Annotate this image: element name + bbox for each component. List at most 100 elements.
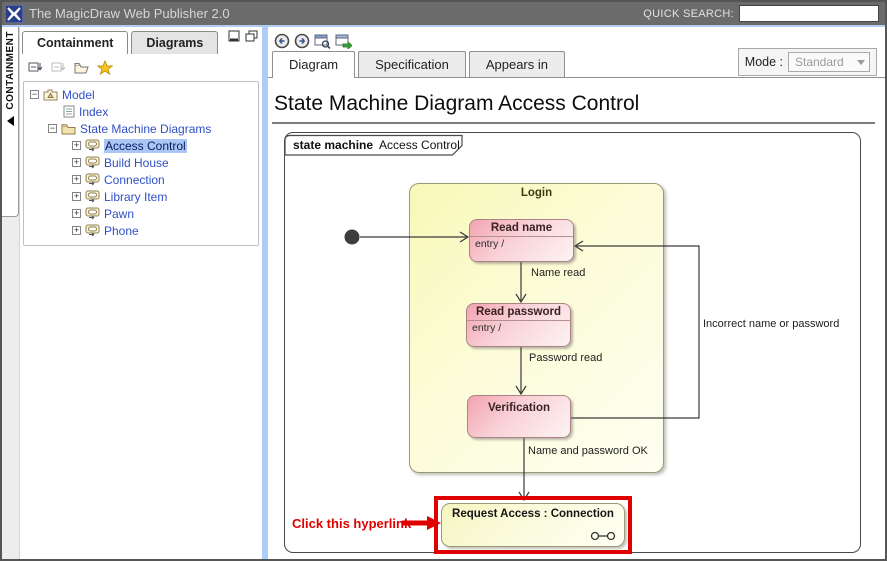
minimize-panel-icon[interactable] (228, 30, 240, 42)
submachine-icon (590, 531, 616, 541)
tree-item-label[interactable]: State Machine Diagrams (80, 121, 212, 136)
expand-criteria-icon[interactable] (28, 61, 44, 75)
restore-panel-icon[interactable] (245, 30, 258, 42)
state-machine-diagram-icon (85, 224, 100, 237)
chevron-down-icon (857, 59, 865, 65)
transition-label-password-read: Password read (529, 352, 603, 364)
frame-name-tab (284, 134, 463, 156)
diagram-content: State Machine Diagram Access Control (268, 78, 885, 554)
tree-item-phone[interactable]: Phone (24, 222, 258, 239)
collapse-icon[interactable] (30, 90, 39, 99)
quick-search-label: QUICK SEARCH: (643, 7, 734, 20)
state-machine-diagram-icon (85, 173, 100, 186)
mode-box: Mode : Standard (737, 48, 877, 76)
state-machine-diagram-icon (85, 156, 100, 169)
tree-item-build-house[interactable]: Build House (24, 154, 258, 171)
collapse-criteria-icon[interactable] (51, 61, 67, 75)
tree-item-label[interactable]: Model (62, 87, 95, 102)
state-title: Read password (476, 306, 561, 318)
expand-icon[interactable] (72, 192, 81, 201)
tree-item-label[interactable]: Access Control (104, 138, 187, 153)
hyperlink-highlight-box (434, 496, 632, 554)
tree-item-model[interactable]: Model (24, 86, 258, 103)
tree-item-state-machine-diagrams[interactable]: State Machine Diagrams (24, 120, 258, 137)
mode-label: Mode : (744, 55, 783, 69)
tree-item-label[interactable]: Phone (104, 223, 139, 238)
expand-icon[interactable] (72, 209, 81, 218)
app-title: The MagicDraw Web Publisher 2.0 (29, 6, 230, 21)
state-read-name: Read name entry / (469, 219, 574, 262)
magicdraw-logo-icon (5, 4, 23, 23)
sidebar-tab-row: Containment Diagrams (20, 27, 262, 54)
frame-label: state machine Access Control (293, 138, 460, 152)
expand-icon[interactable] (72, 158, 81, 167)
favorites-star-icon[interactable] (97, 60, 113, 75)
mode-value: Standard (795, 55, 844, 69)
state-title: Request Access : Connection (452, 508, 614, 520)
state-entry: entry / (470, 236, 573, 250)
tree-toolbar (20, 54, 262, 79)
expand-icon[interactable] (72, 175, 81, 184)
login-state-title: Login (520, 187, 553, 199)
forward-icon[interactable] (294, 33, 310, 49)
back-icon[interactable] (274, 33, 290, 49)
expand-icon[interactable] (72, 141, 81, 150)
transition-label-name-read: Name read (531, 267, 586, 279)
expand-icon[interactable] (72, 226, 81, 235)
tab-containment[interactable]: Containment (22, 31, 129, 54)
header-bar: The MagicDraw Web Publisher 2.0 QUICK SE… (2, 2, 885, 27)
state-request-access-hyperlink[interactable]: Request Access : Connection (441, 503, 625, 547)
collapse-icon[interactable] (48, 124, 57, 133)
tree-item-connection[interactable]: Connection (24, 171, 258, 188)
page-title: State Machine Diagram Access Control (274, 92, 640, 115)
package-icon (43, 88, 58, 101)
tab-diagrams[interactable]: Diagrams (131, 31, 219, 54)
tab-appears-in[interactable]: Appears in (468, 51, 565, 77)
state-title: Verification (488, 402, 550, 414)
containment-tree: Model Index State Machine Diagrams (23, 81, 259, 246)
tree-item-index[interactable]: Index (24, 103, 258, 120)
tree-item-label[interactable]: Connection (104, 172, 165, 187)
main-tab-row: Diagram Specification Appears in Mode : … (268, 48, 885, 78)
frame-keyword: state machine (293, 138, 374, 152)
tree-item-label[interactable]: Library Item (104, 189, 168, 204)
transition-label-ok: Name and password OK (528, 445, 648, 457)
quick-search-input[interactable] (739, 5, 879, 22)
folder-icon (61, 123, 76, 135)
state-verification: Verification (467, 395, 571, 438)
document-icon (63, 105, 75, 118)
tree-item-pawn[interactable]: Pawn (24, 205, 258, 222)
state-read-password: Read password entry / (466, 303, 571, 347)
title-rule (272, 122, 875, 124)
containment-vertical-tab[interactable]: CONTAINMENT (2, 27, 19, 217)
diagram-connectors (284, 134, 700, 530)
panel-splitter[interactable] (262, 27, 268, 559)
click-hyperlink-annotation: Click this hyperlink (292, 516, 412, 531)
open-diagram-icon[interactable] (335, 33, 352, 49)
tree-item-access-control[interactable]: Access Control (24, 137, 258, 154)
containment-sidebar: Containment Diagrams (20, 27, 262, 559)
state-machine-diagram-icon (85, 190, 100, 203)
frame-name: Access Control (379, 138, 460, 152)
tree-item-label[interactable]: Build House (104, 155, 169, 170)
tab-diagram[interactable]: Diagram (272, 51, 356, 78)
main-panel: Diagram Specification Appears in Mode : … (268, 27, 885, 559)
state-machine-diagram: state machine Access Control Login Read n… (284, 132, 861, 554)
mode-select[interactable]: Standard (788, 52, 870, 72)
state-entry: entry / (467, 320, 570, 334)
tab-specification[interactable]: Specification (358, 51, 466, 77)
tree-item-label[interactable]: Pawn (104, 206, 135, 221)
open-folder-icon[interactable] (74, 61, 90, 75)
collapse-left-arrow-icon (6, 115, 14, 126)
tree-item-label[interactable]: Index (79, 104, 109, 119)
state-machine-diagram-icon (85, 139, 100, 152)
state-title: Read name (490, 222, 553, 234)
state-machine-diagram-icon (85, 207, 100, 220)
show-in-tree-icon[interactable] (314, 33, 331, 49)
containment-vertical-label: CONTAINMENT (4, 31, 16, 110)
left-edge-strip: CONTAINMENT (2, 27, 20, 559)
transition-label-incorrect: Incorrect name or password (703, 318, 840, 330)
tree-item-library-item[interactable]: Library Item (24, 188, 258, 205)
nav-toolbar (268, 27, 885, 51)
